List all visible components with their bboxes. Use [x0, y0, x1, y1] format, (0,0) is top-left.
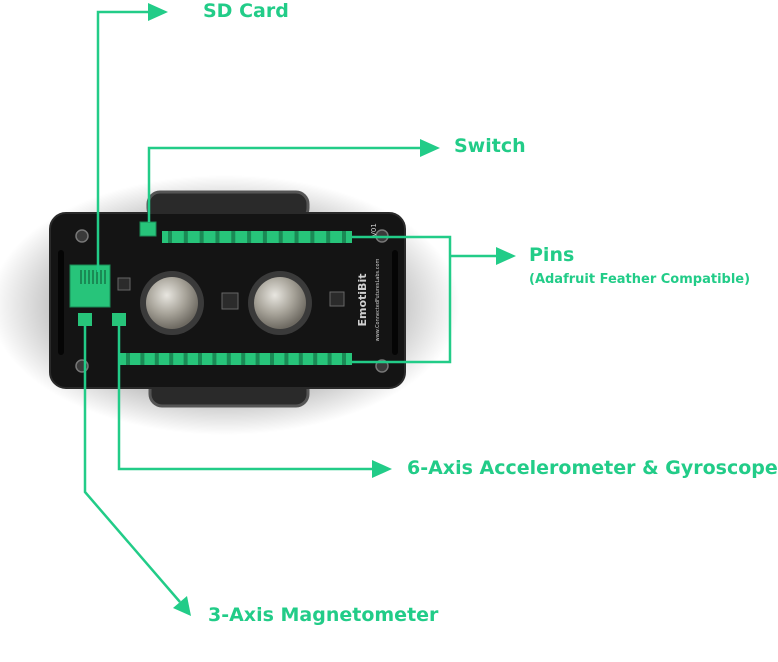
pin	[294, 231, 299, 243]
arrow-sd-card	[148, 3, 168, 21]
arrow-pins	[496, 247, 516, 265]
arrow-magnetometer	[173, 596, 191, 616]
sd-contact	[92, 270, 94, 284]
board-version: V01	[370, 223, 378, 237]
pin	[140, 353, 145, 365]
pcb-slot-left	[58, 250, 64, 355]
pin	[183, 231, 188, 243]
connector-pins-bracket	[352, 235, 452, 364]
connector-imu	[117, 326, 372, 471]
pin	[215, 231, 220, 243]
pin	[270, 353, 274, 365]
sd-contact	[84, 270, 86, 284]
mount-hole	[75, 229, 89, 243]
pin	[310, 231, 315, 243]
pin	[342, 231, 346, 243]
pin	[154, 353, 159, 365]
label-switch: Switch	[454, 135, 526, 157]
sd-contact	[104, 270, 106, 284]
pin	[126, 353, 130, 365]
connector-sd-card	[96, 10, 148, 272]
pin	[255, 353, 260, 365]
ic-chip	[117, 277, 131, 291]
sd-contact	[100, 270, 102, 284]
label-magnetometer: 3-Axis Magnetometer	[208, 604, 439, 626]
electrode-right-face	[254, 277, 306, 329]
label-pins: Pins	[529, 244, 575, 266]
board-url: www.ConnectedFuturesLabs.com	[375, 258, 381, 341]
pin-header-top	[162, 231, 352, 243]
arrow-switch	[420, 139, 440, 157]
electrode-left-face	[146, 277, 198, 329]
pin	[326, 231, 331, 243]
connector-magnetometer	[83, 326, 181, 603]
sd-card-slot	[69, 264, 111, 308]
pin	[241, 353, 246, 365]
pin	[168, 231, 172, 243]
pin	[247, 231, 252, 243]
label-sd-card: SD Card	[203, 0, 289, 22]
ic-chip	[221, 292, 239, 310]
sd-contact	[96, 270, 98, 284]
board-name: EmotiBit	[356, 274, 369, 327]
pin	[226, 353, 231, 365]
pcb-slot-right	[392, 250, 398, 355]
pin	[298, 353, 303, 365]
arrow-imu	[372, 460, 392, 478]
pin	[231, 231, 236, 243]
imu-chip	[112, 313, 126, 326]
pin	[262, 231, 267, 243]
pin	[313, 353, 318, 365]
switch-component	[139, 221, 157, 237]
pin	[199, 231, 204, 243]
pin	[342, 353, 346, 365]
pin	[284, 353, 289, 365]
magnetometer-chip	[78, 313, 92, 326]
sd-contact	[80, 270, 82, 284]
pin	[278, 231, 283, 243]
pin-header-bottom	[120, 353, 352, 365]
pin	[198, 353, 202, 365]
pin	[212, 353, 217, 365]
connector-switch	[147, 146, 420, 222]
sd-contact	[88, 270, 90, 284]
pin	[327, 353, 332, 365]
ic-chip	[329, 291, 345, 307]
pin	[169, 353, 174, 365]
label-pins-sub: (Adafruit Feather Compatible)	[529, 272, 751, 287]
label-imu: 6-Axis Accelerometer & Gyroscope	[407, 457, 778, 479]
pin	[183, 353, 188, 365]
